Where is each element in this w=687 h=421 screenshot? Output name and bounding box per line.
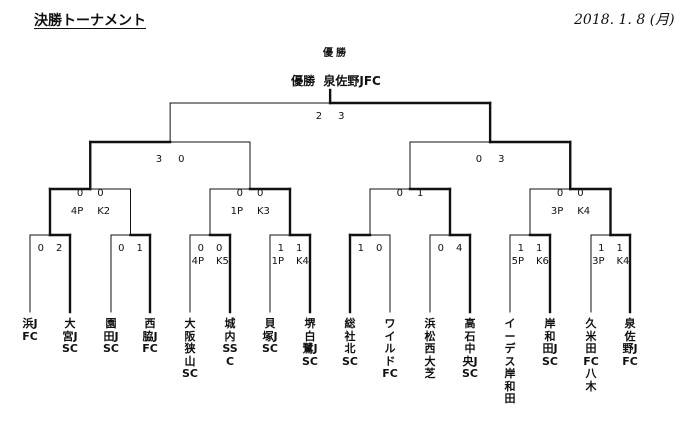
score-left: 0 bbox=[118, 243, 124, 254]
pk-left: 3P bbox=[592, 256, 604, 267]
team-name: 浜JFC bbox=[22, 317, 38, 343]
score-left: 0 bbox=[397, 188, 403, 199]
score-right: 1 bbox=[137, 243, 143, 254]
date-label: 2018. 1. 8 (月) bbox=[574, 12, 675, 28]
score-left: 1 bbox=[598, 243, 604, 254]
score-right: 1 bbox=[536, 243, 542, 254]
pk-right: K3 bbox=[257, 206, 270, 217]
score-right: 3 bbox=[498, 154, 504, 165]
champion-heading: 優勝 bbox=[323, 48, 349, 59]
score-right: 0 bbox=[178, 154, 184, 165]
pk-left: 1P bbox=[231, 206, 243, 217]
score-right: 1 bbox=[417, 188, 423, 199]
score-left: 0 bbox=[476, 154, 482, 165]
pk-right: K5 bbox=[216, 256, 229, 267]
score-left: 3 bbox=[156, 154, 162, 165]
team-name: 園田JSC bbox=[103, 317, 119, 355]
score-right: 0 bbox=[577, 188, 583, 199]
score-right: 2 bbox=[56, 243, 62, 254]
team-name: イーデス岸和田 bbox=[504, 317, 516, 405]
team-name: 西脇JFC bbox=[142, 317, 158, 355]
team-name: 総社北SC bbox=[342, 317, 358, 368]
score-left: 1 bbox=[518, 243, 524, 254]
team-name: 堺白鷺JSC bbox=[302, 317, 318, 368]
team-name: 貝塚JSC bbox=[262, 317, 278, 355]
team-name: 岸和田JSC bbox=[542, 317, 558, 368]
pk-left: 3P bbox=[551, 206, 563, 217]
score-left: 0 bbox=[38, 243, 44, 254]
team-name: 浜松西大芝 bbox=[424, 317, 436, 380]
score-left: 1 bbox=[358, 243, 364, 254]
pk-right: K2 bbox=[97, 206, 110, 217]
score-left: 0 bbox=[557, 188, 563, 199]
score-right: 0 bbox=[97, 188, 103, 199]
score-right: 4 bbox=[456, 243, 462, 254]
score-left: 0 bbox=[198, 243, 204, 254]
score-left: 2 bbox=[316, 111, 322, 122]
score-left: 1 bbox=[278, 243, 284, 254]
pk-right: K4 bbox=[296, 256, 309, 267]
pk-left: 1P bbox=[272, 256, 284, 267]
pk-right: K6 bbox=[536, 256, 549, 267]
pk-left: 4P bbox=[192, 256, 204, 267]
score-left: 0 bbox=[237, 188, 243, 199]
score-right: 3 bbox=[338, 111, 344, 122]
page-title: 決勝トーナメント bbox=[34, 13, 146, 29]
pk-right: K4 bbox=[617, 256, 630, 267]
score-right: 1 bbox=[617, 243, 623, 254]
team-name: 大阪狭山SC bbox=[182, 317, 198, 380]
team-name: 泉佐野JFC bbox=[622, 317, 638, 368]
score-right: 0 bbox=[376, 243, 382, 254]
team-name: 大宮JSC bbox=[62, 317, 78, 355]
team-name: 城内SSC bbox=[222, 317, 238, 368]
champion-team: 泉佐野JFC bbox=[323, 74, 381, 88]
score-right: 0 bbox=[257, 188, 263, 199]
team-name: ワイルドFC bbox=[382, 317, 398, 380]
score-right: 1 bbox=[296, 243, 302, 254]
team-name: 久米田FC八木 bbox=[583, 317, 599, 393]
score-left: 0 bbox=[438, 243, 444, 254]
team-name: 高石中央JSC bbox=[462, 317, 478, 380]
pk-left: 4P bbox=[71, 206, 83, 217]
score-right: 0 bbox=[216, 243, 222, 254]
score-left: 0 bbox=[77, 188, 83, 199]
pk-right: K4 bbox=[577, 206, 590, 217]
champion-label: 優勝 bbox=[291, 74, 316, 88]
pk-left: 5P bbox=[512, 256, 524, 267]
champion-line: 優勝 泉佐野JFC bbox=[276, 72, 396, 89]
